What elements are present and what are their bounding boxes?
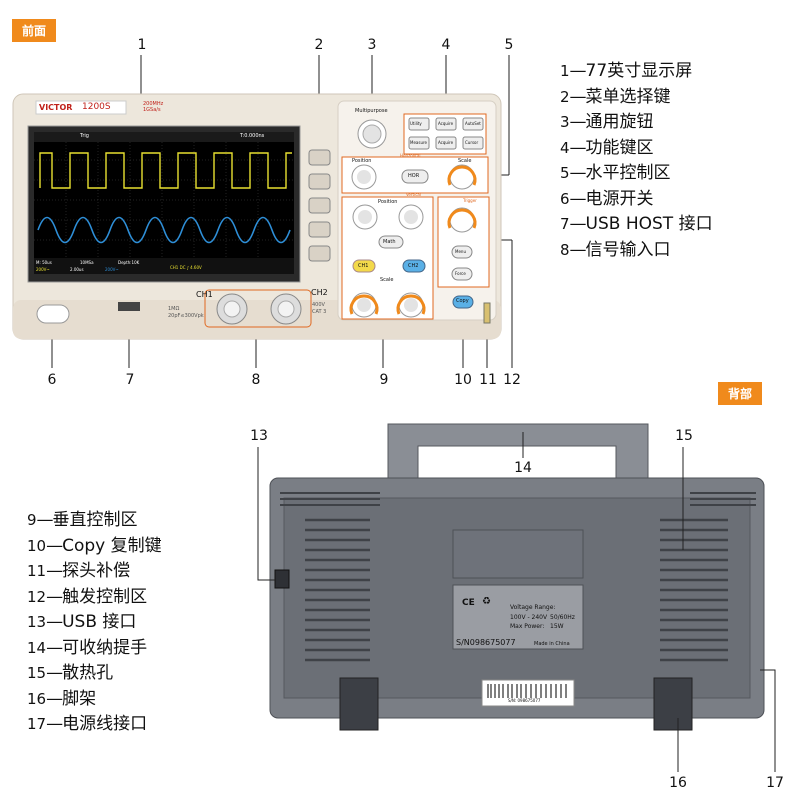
cat-rating-label: 400V CAT 3 [312, 302, 327, 315]
callout-12: 12 [503, 372, 521, 388]
legend-item: 17—电源线接口 [27, 714, 148, 734]
callout-17: 17 [766, 775, 784, 791]
callout-2: 2 [314, 37, 324, 53]
legend-front: 1—77英寸显示屏 2—菜单选择键 3—通用旋钮 4—功能键区 5—水平控制区 … [560, 59, 713, 263]
legend-back: 9—垂直控制区 10—Copy 复制键 11—探头补偿 12—触发控制区 13—… [27, 508, 162, 738]
front-panel-illustration [12, 55, 513, 368]
callout-4: 4 [441, 37, 451, 53]
menu-button[interactable]: Menu [455, 249, 466, 254]
hor-position-label: Position [352, 158, 372, 164]
barcode-sn-label: S/N: 098675077 [508, 698, 541, 703]
legend-item: 10—Copy 复制键 [27, 535, 162, 556]
screen-time-label: T:0.000ns [240, 133, 265, 139]
legend-item: 7—USB HOST 接口 [560, 214, 713, 234]
trigger-label: Trigger [463, 198, 477, 203]
model-label: 1200S [82, 102, 111, 112]
legend-item: 5—水平控制区 [560, 163, 671, 183]
ch2-input-label: CH2 [311, 288, 328, 297]
ch1-input-label: CH1 [196, 290, 213, 299]
callout-6: 6 [47, 372, 57, 388]
utility-button[interactable]: Utility [410, 121, 422, 126]
screen-rate-label: 10MSa [80, 260, 94, 265]
voltage-value: 100V - 240V [510, 614, 548, 621]
screen-trig-level-label: CH1 DC ∫ 4.60V [170, 265, 202, 270]
callout-8: 8 [251, 372, 261, 388]
ch2-button[interactable]: CH2 [408, 263, 419, 269]
legend-item: 15—散热孔 [27, 663, 114, 683]
horizontal-label: Horizontal [400, 153, 421, 158]
legend-item: 16—脚架 [27, 688, 97, 709]
front-section-tag: 前面 [12, 19, 57, 42]
callout-10: 10 [454, 372, 472, 388]
legend-item: 13—USB 接口 [27, 612, 137, 632]
legend-item: 4—功能键区 [560, 137, 654, 158]
screen-m-label: M: 50us [36, 260, 52, 265]
legend-item: 9—垂直控制区 [27, 510, 138, 530]
screen-depth-label: Depth:10K [118, 260, 140, 265]
legend-item: 12—触发控制区 [27, 586, 148, 607]
callout-1: 1 [137, 37, 147, 53]
serial-number: S/N098675077 [456, 638, 516, 647]
callout-11: 11 [479, 372, 497, 388]
ver-position-label: Position [378, 199, 398, 205]
hor-scale-label: Scale [458, 158, 472, 164]
input-rating-label: 1MΩ 20pF≤300Vpk [168, 306, 204, 319]
back-section-tag: 背部 [718, 382, 763, 405]
copy-button[interactable]: Copy [456, 298, 469, 304]
screen-ch2-label: 200V~ [105, 267, 119, 272]
acquire-button[interactable]: Acquire [438, 121, 454, 126]
callout-7: 7 [125, 372, 135, 388]
legend-item: 6—电源开关 [560, 188, 654, 209]
made-in-label: Made in China [534, 641, 570, 647]
legend-item: 11—探头补偿 [27, 561, 131, 581]
math-button[interactable]: Math [383, 239, 396, 245]
ver-scale-label: Scale [380, 277, 394, 283]
max-power-label: Max Power: [510, 623, 545, 630]
hor-button[interactable]: HOR [408, 173, 420, 179]
voltage-range-label: Voltage Range: [510, 604, 556, 611]
multipurpose-label: Multipurpose [355, 108, 388, 114]
legend-item: 8—信号输入口 [560, 239, 671, 260]
weee-icon: ♻ [482, 596, 491, 607]
spec-line-1: 200MHz [143, 101, 164, 107]
callout-5: 5 [504, 37, 514, 53]
frequency-value: 50/60Hz [550, 614, 575, 621]
max-power-value: 15W [550, 623, 564, 630]
screen-tl-label: 2.00us [70, 267, 84, 272]
rear-panel-illustration [257, 423, 776, 772]
legend-item: 14—可收纳提手 [27, 637, 148, 658]
measure-button[interactable]: Measure [410, 140, 427, 145]
legend-item: 1—77英寸显示屏 [560, 61, 693, 81]
screen-ch1-label: 200V~ [36, 267, 50, 272]
callout-9: 9 [379, 372, 389, 388]
callout-3: 3 [367, 37, 377, 53]
autoset-button[interactable]: AutoSet [465, 121, 481, 126]
cursor-button[interactable]: Cursor [465, 140, 479, 145]
legend-item: 2—菜单选择键 [560, 86, 671, 107]
legend-item: 3—通用旋钮 [560, 112, 654, 132]
screen-trig-label: Trig [80, 133, 89, 139]
brand-logo: VICTOR [39, 103, 73, 112]
spec-line-2: 1GSa/s [143, 107, 161, 113]
ch1-button[interactable]: CH1 [358, 263, 369, 269]
callout-14: 14 [514, 460, 532, 476]
callout-13: 13 [250, 428, 268, 444]
callout-16: 16 [669, 775, 687, 791]
acquire2-button[interactable]: Acquire [438, 140, 454, 145]
callout-15: 15 [675, 428, 693, 444]
vertical-label: Vertical [406, 192, 421, 197]
ce-mark: CE [462, 598, 475, 608]
force-button[interactable]: Force [455, 271, 466, 276]
